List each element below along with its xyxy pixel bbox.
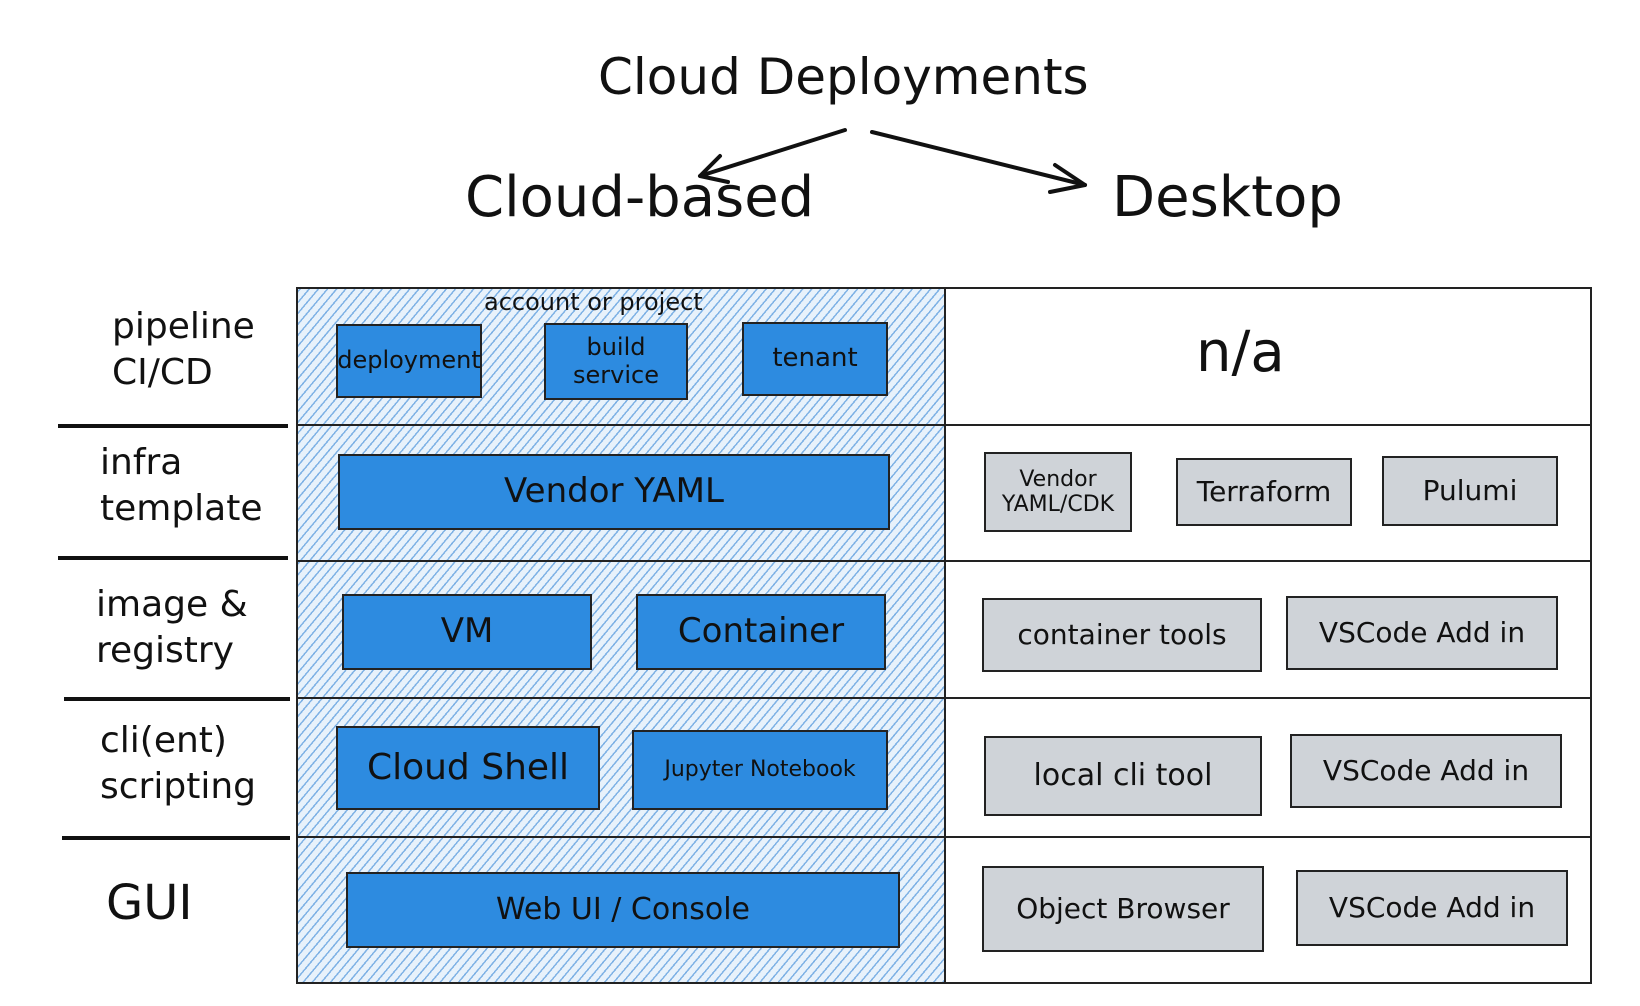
row-label-gui: GUI [106,875,193,931]
container-tools-box: container tools [982,598,1262,672]
arrow-right-head [1048,163,1087,194]
diagram-title: Cloud Deployments [598,48,1089,106]
pulumi-box: Pulumi [1382,456,1558,526]
grid-row-line [296,560,1592,562]
grid-row-line [296,836,1592,838]
account-or-project-label: account or project [484,288,703,316]
cloud-shell-box: Cloud Shell [336,726,600,810]
grid-row-line [296,697,1592,699]
container-box: Container [636,594,886,670]
vendor-yaml-cdk-box: Vendor YAML/CDK [984,452,1132,532]
object-browser-box: Object Browser [982,866,1264,952]
tenant-box: tenant [742,322,888,396]
grid-row-line [296,424,1592,426]
row-label-line: scripting [100,766,256,807]
row-label-line: registry [96,630,234,671]
row-label-pipeline: pipeline CI/CD [112,304,255,396]
vm-box: VM [342,594,592,670]
row-label-line: image & [96,584,248,625]
arrow-right-line [870,130,1087,187]
row-divider [58,556,288,560]
row-label-line: infra [100,442,183,483]
branch-cloud-based: Cloud-based [465,165,815,230]
arrow-left-line [698,128,847,178]
row-label-line: cli(ent) [100,720,227,761]
deployment-box: deployment [336,324,482,398]
row-divider [62,836,290,840]
row-label-infra: infra template [100,440,263,532]
row-label-cli: cli(ent) scripting [100,718,256,810]
vscode-addin-gui-box: VSCode Add in [1296,870,1568,946]
row-label-line: template [100,488,263,529]
jupyter-notebook-box: Jupyter Notebook [632,730,888,810]
row-divider [64,697,290,701]
row-label-line: CI/CD [112,352,213,393]
row-divider [58,424,288,428]
arrow-left-head [698,154,730,184]
local-cli-tool-box: local cli tool [984,736,1262,816]
web-ui-console-box: Web UI / Console [346,872,900,948]
terraform-box: Terraform [1176,458,1352,526]
row-label-image: image & registry [96,582,248,674]
build-service-box: build service [544,323,688,400]
desktop-pipeline-na: n/a [1196,320,1285,385]
vscode-addin-cli-box: VSCode Add in [1290,734,1562,808]
branch-desktop: Desktop [1112,165,1343,230]
vendor-yaml-box: Vendor YAML [338,454,890,530]
vscode-addin-image-box: VSCode Add in [1286,596,1558,670]
row-label-line: pipeline [112,306,255,347]
